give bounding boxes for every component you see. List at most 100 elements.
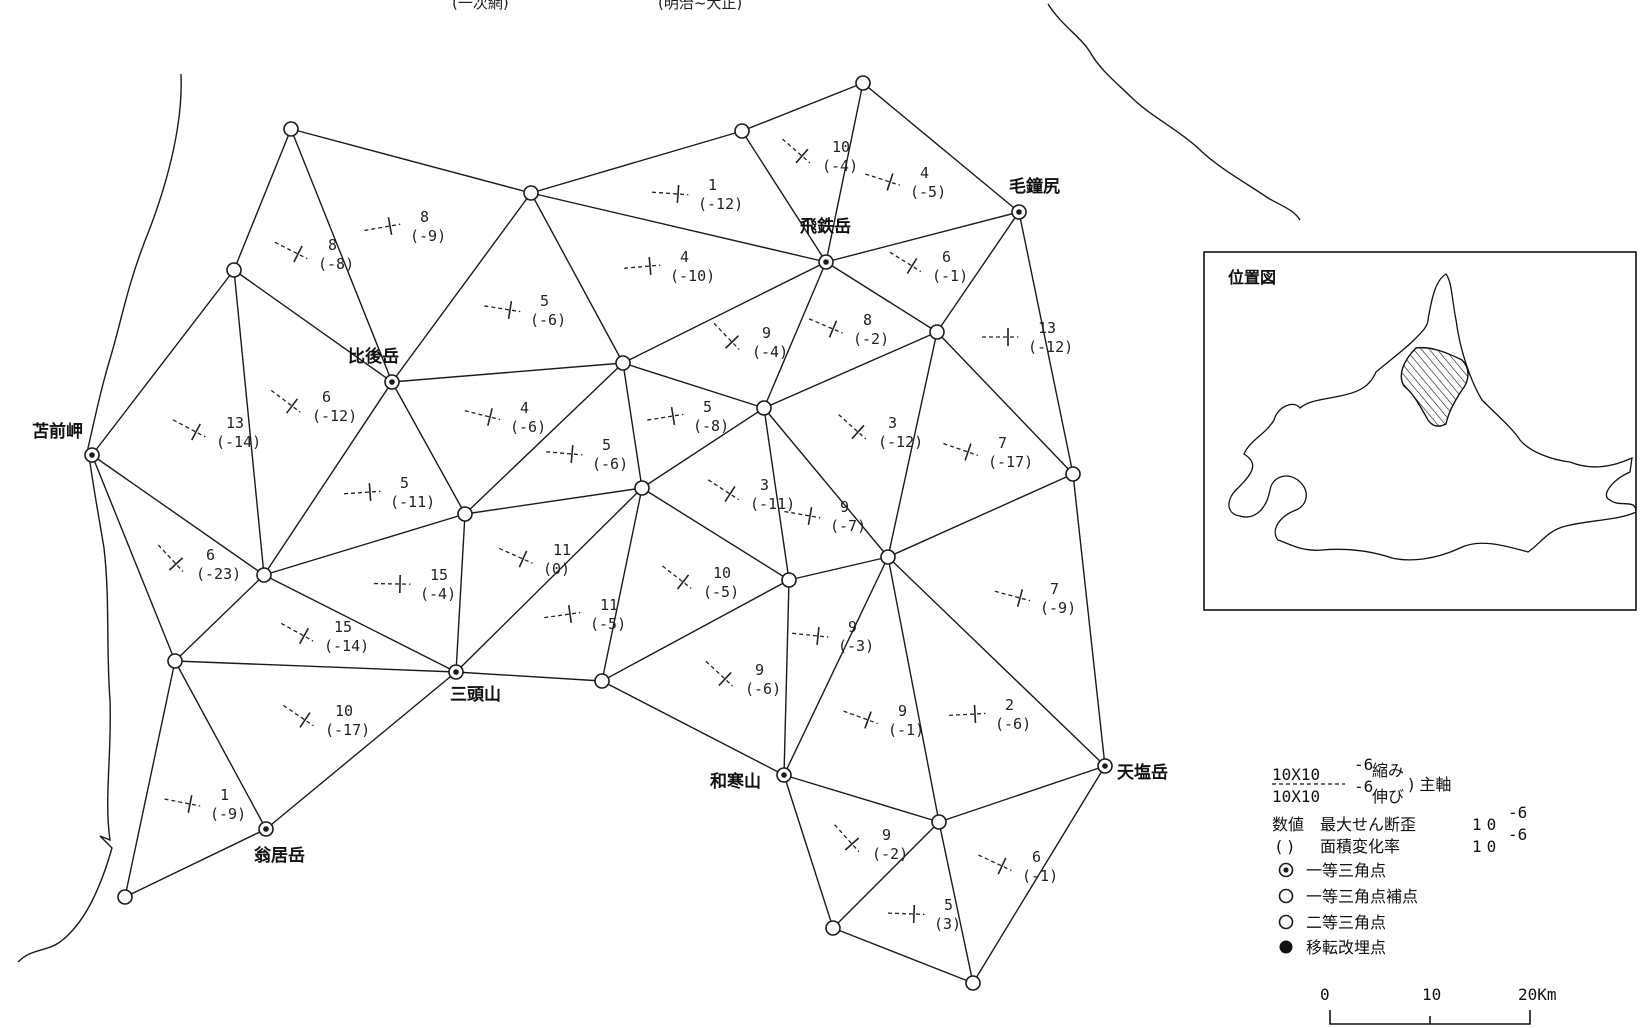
west-coastline [17,73,182,963]
station-marker [283,121,299,137]
network-edge [263,574,457,673]
extension-axis [676,574,690,590]
triangle-value: 9(-7) [830,498,866,535]
area-change-rate: (-6) [510,418,546,436]
station-p1 [283,121,299,137]
station-p14 [781,572,797,588]
triangle-value: 9(-2) [872,826,908,863]
station-marker [256,567,272,583]
network-edge [530,130,743,194]
area-change-rate: (-5) [910,183,946,201]
station-p18 [117,889,133,905]
legend-first-order-icon [1278,862,1294,878]
extension-axis [570,444,574,464]
station-marker [1065,466,1081,482]
contraction-axis [652,191,689,196]
max-shear-strain: 8 [420,208,429,226]
legend-row-1-unit: 10 [1472,815,1501,834]
network-edge [233,269,265,576]
station-center-dot [1102,763,1108,769]
extension-axis [518,550,528,568]
contraction-axis [546,451,583,456]
max-shear-strain: 1 [708,176,717,194]
station-p5 [226,262,242,278]
contraction-axis [949,712,986,717]
station-marker [117,889,133,905]
max-shear-strain: 9 [840,498,849,516]
network-edge [464,362,624,515]
max-shear-strain: 7 [1050,580,1059,598]
extension-axis [724,335,740,349]
extension-axis [168,557,184,571]
area-change-rate: (-2) [853,330,889,348]
station-center-dot [1016,209,1022,215]
max-shear-strain: 10 [713,564,731,582]
max-shear-strain: 2 [1005,696,1014,714]
extension-axis [285,398,299,414]
contraction-axis [647,413,684,421]
legend-second-order-icon [1278,914,1294,930]
triangulation-network [91,82,1106,984]
contraction-axis [781,138,811,164]
station-p6 [615,355,631,371]
area-change-rate: (-7) [830,517,866,535]
max-shear-strain: 5 [703,398,712,416]
triangle-value: 3(-12) [878,414,923,451]
legend-extension-word: 伸び [1372,787,1404,806]
triangle-value: 7(-9) [1040,580,1076,617]
extension-axis [387,216,393,236]
contraction-axis [364,223,401,232]
area-change-rate: (-4) [752,343,788,361]
contraction-axis [843,710,878,725]
network-edge [783,579,790,776]
triangle-value: 5(-6) [530,292,566,329]
network-edge [763,407,889,558]
legend-row-1-label: 最大せん断歪 [1320,815,1416,834]
network-edge [936,211,1020,333]
network-edge [91,269,235,456]
triangle-value: 6(-12) [312,388,357,425]
triangle-value: 5(-11) [390,474,435,511]
max-shear-strain: 13 [1038,319,1056,337]
station-p15 [167,653,183,669]
contraction-axis [344,490,381,495]
station-center-dot [453,669,459,675]
contraction-axis [624,264,661,269]
inset-frame [1203,251,1637,611]
area-change-rate: (3) [934,915,961,933]
contraction-axis [834,824,860,853]
network-edge [601,487,643,682]
network-edge [91,454,176,662]
legend: 10X10 -6 縮み 10X10 -6 伸び ) 主軸 数値 最大せん断歪 1… [1272,755,1527,957]
extension-axis [906,257,918,275]
station-p12 [256,567,272,583]
contraction-axis [713,322,740,350]
contraction-axis [280,622,314,642]
network-edge [825,211,1020,263]
max-shear-strain: 11 [553,541,571,559]
network-edge [741,130,827,263]
max-shear-strain: 15 [334,618,352,636]
network-edge [641,407,765,489]
max-shear-strain: 5 [540,292,549,310]
network-edge [233,128,292,271]
triangle-value: 5(-8) [693,398,729,435]
station-p11 [634,480,650,496]
location-inset: 位置図 [1203,251,1637,611]
triangle-value: 11(-5) [590,596,626,633]
extension-axis [973,704,977,724]
network-edge [174,574,265,662]
legend-axis-brace: ) 主軸 [1408,775,1451,794]
max-shear-strain: 8 [328,236,337,254]
area-change-rate: (-12) [698,195,743,213]
contraction-axis [274,241,308,260]
triangle-value: 13(-14) [216,414,261,451]
network-edge [263,381,393,576]
network-edge [622,362,765,409]
network-edge [825,82,864,263]
station-p4 [855,75,871,91]
network-edge [174,660,457,673]
station-marker [634,480,650,496]
station-hikei: 飛鉄岳 [799,216,851,270]
scale-tick-0: 0 [1320,985,1330,1004]
